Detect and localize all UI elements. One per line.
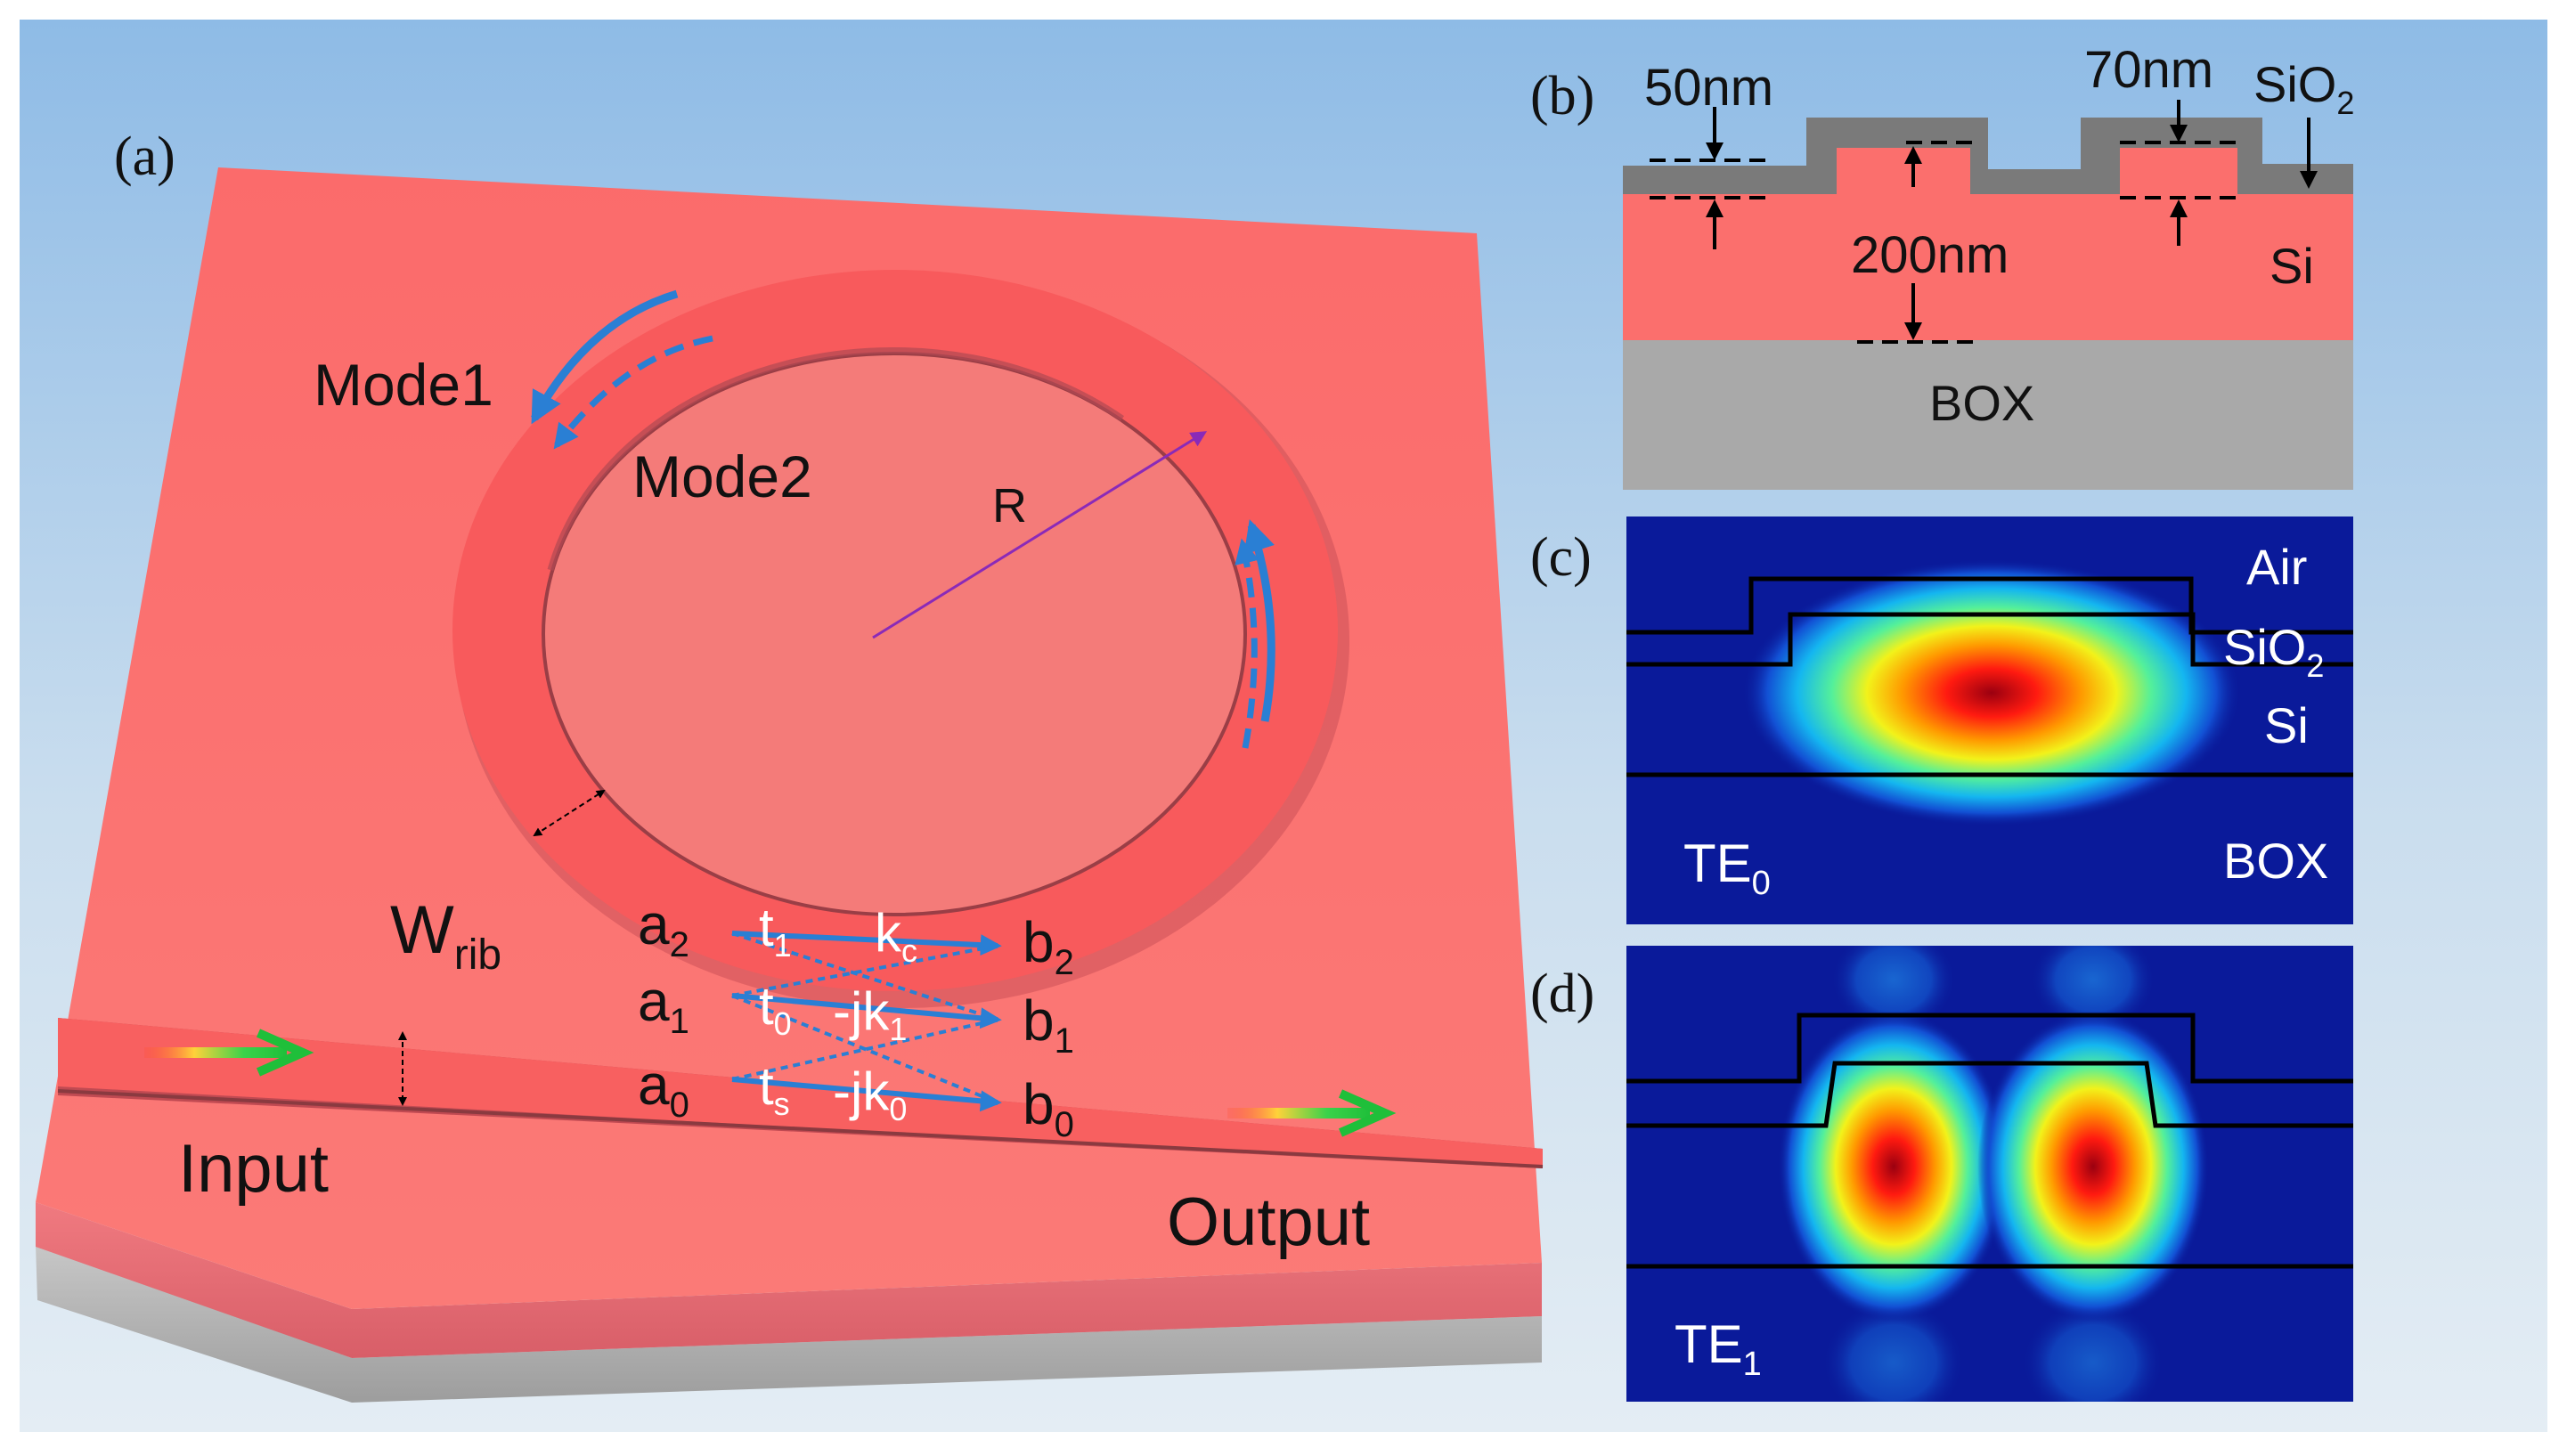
- te1-lobe-right: [1977, 1011, 2209, 1322]
- panel-d: (d) TE1: [1530, 946, 2353, 1402]
- mode1-arrow: [531, 289, 679, 425]
- te0-label: TE0: [1683, 834, 1771, 902]
- structure-outline-c: [1626, 576, 2353, 777]
- sio2-label-b: SiO2: [2253, 56, 2354, 121]
- coef-jk0: -jk0: [833, 1061, 907, 1127]
- output-beam: [1227, 1089, 1397, 1137]
- ring-inner-shade: [547, 346, 1124, 571]
- dimension-lines: [1650, 100, 2318, 344]
- coef-kc: kc: [875, 903, 917, 969]
- input-beam: [144, 1029, 314, 1077]
- panel-c: (c) Air SiO2 Si BOX TE0: [1530, 517, 2353, 924]
- panel-c-label: (c): [1530, 527, 1592, 588]
- panel-d-label: (d): [1530, 964, 1594, 1024]
- port-a1: a1: [638, 969, 689, 1041]
- coef-ts: ts: [759, 1056, 790, 1122]
- chip-front-face: [36, 1202, 1542, 1358]
- air-label: Air: [2246, 539, 2307, 595]
- si-label-c: Si: [2264, 697, 2309, 753]
- dim-200nm: 200nm: [1851, 226, 2009, 284]
- port-a0: a0: [638, 1053, 689, 1125]
- coupling-arrows: [731, 931, 1002, 1112]
- mode2-arrow-right: [1235, 538, 1259, 749]
- box-label-b: BOX: [1929, 375, 2034, 431]
- te1-lobe-left: [1778, 1011, 2009, 1322]
- port-a2: a2: [638, 892, 689, 964]
- ring-inner: [542, 352, 1247, 916]
- panel-a-label: (a): [114, 126, 175, 187]
- radius-arrow: [872, 431, 1208, 639]
- port-b1: b1: [1023, 988, 1074, 1061]
- port-b0: b0: [1023, 1072, 1074, 1144]
- mode2-arrow: [553, 335, 713, 450]
- sio2-label-c: SiO2: [2223, 619, 2324, 684]
- structure-outline-d: [1626, 1013, 2353, 1269]
- bus-waveguide: [58, 1018, 1543, 1168]
- dim-70nm: 70nm: [2084, 41, 2213, 99]
- dim-50nm: 50nm: [1644, 59, 1773, 117]
- te0-field: [1742, 559, 2241, 826]
- coef-t0: t0: [759, 976, 792, 1042]
- output-label: Output: [1167, 1184, 1370, 1260]
- chip-substrate: [36, 1245, 1542, 1403]
- width-label: Wrib: [390, 892, 501, 979]
- si-label-b: Si: [2270, 238, 2314, 294]
- radius-label: R: [992, 479, 1027, 533]
- box-label-c: BOX: [2223, 833, 2328, 889]
- ring-width-arrow: [533, 789, 606, 837]
- coef-t1: t1: [759, 898, 792, 964]
- box-layer: [1623, 340, 2353, 490]
- mode1-label: Mode1: [314, 352, 493, 418]
- bus-waveguide-edge: [57, 1089, 1544, 1168]
- panel-b: (b) 50nm 70nm 200nm SiO2 Si BOX: [1530, 41, 2354, 490]
- te1-label: TE1: [1675, 1314, 1762, 1383]
- coef-jk1: -jk1: [833, 981, 907, 1047]
- mode2-label: Mode2: [632, 443, 812, 509]
- input-label: Input: [178, 1131, 329, 1207]
- port-b2: b2: [1023, 910, 1074, 982]
- panel-b-label: (b): [1530, 66, 1594, 126]
